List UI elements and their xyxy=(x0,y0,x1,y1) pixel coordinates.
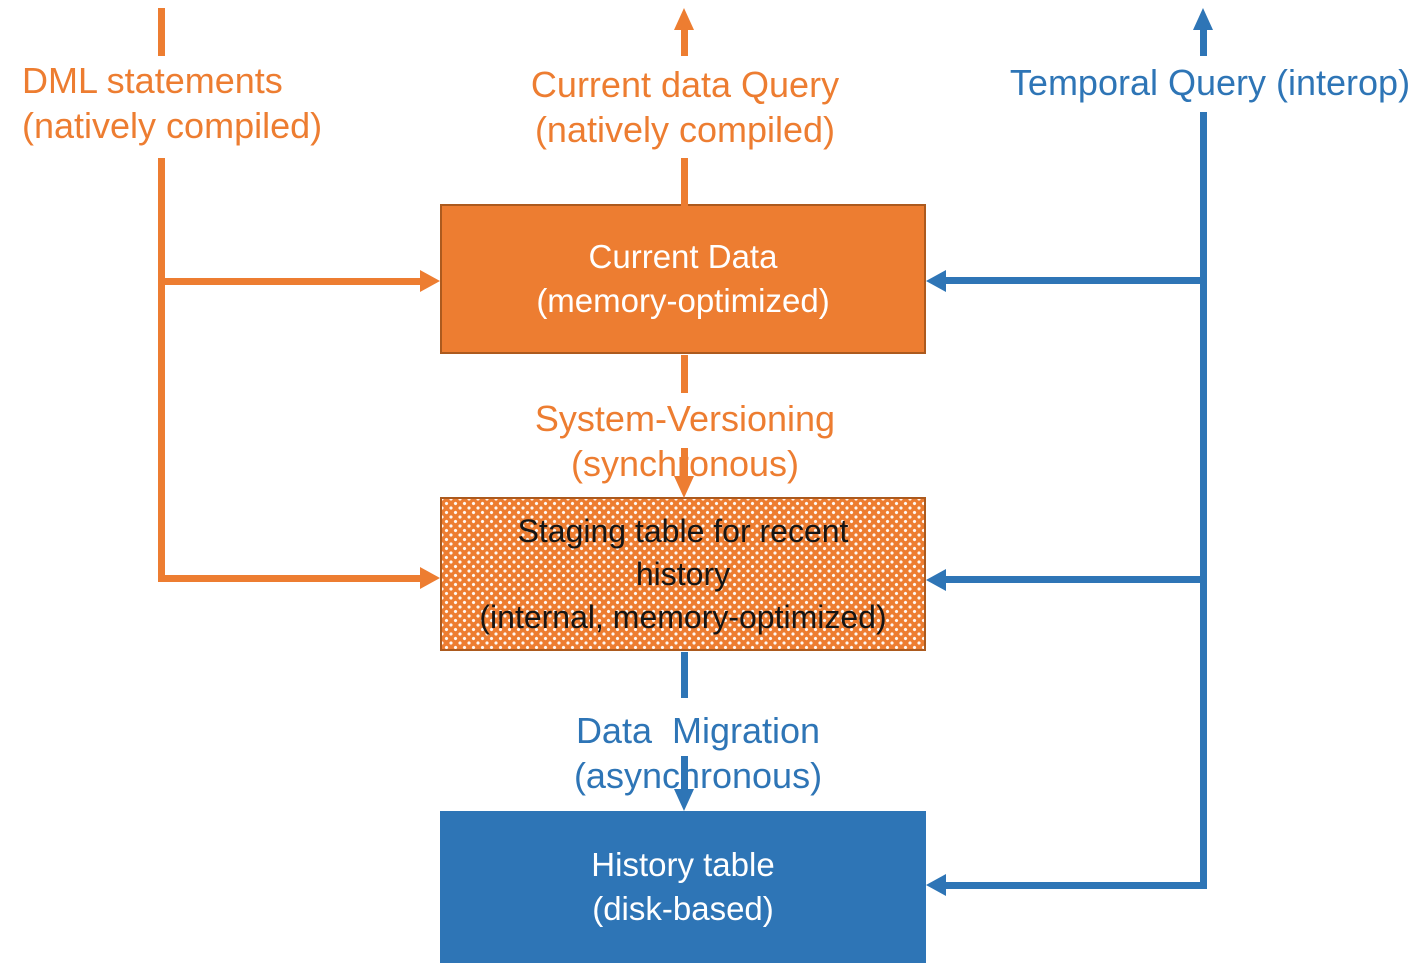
staging-table-box-line3: (internal, memory-optimized) xyxy=(479,598,887,635)
current-data-query-label: Current data Query (natively compiled) xyxy=(485,62,885,152)
arrowhead-into-staging-right-icon xyxy=(926,569,946,591)
staging-to-migration-line xyxy=(681,652,688,698)
arrowhead-into-history-top-icon xyxy=(674,789,694,811)
arrowhead-into-current-data-right-icon xyxy=(926,270,946,292)
arrowhead-into-staging-top-icon xyxy=(674,476,694,498)
temporal-query-label: Temporal Query (interop) xyxy=(1009,62,1411,103)
current-data-box-line2: (memory-optimized) xyxy=(536,282,830,319)
staging-table-box-line1: Staging table for recent xyxy=(517,512,849,549)
arrowhead-temporal-query-up-icon xyxy=(1193,8,1213,30)
dml-statements-label-line2: (natively compiled) xyxy=(22,105,323,146)
history-table-box-line2: (disk-based) xyxy=(592,890,774,927)
dml-branch-to-current-data-line xyxy=(158,278,420,285)
dml-branch-to-staging-line xyxy=(158,575,420,582)
current-data-query-label-line1: Current data Query xyxy=(530,64,840,105)
temporal-query-arrow-shaft xyxy=(1200,30,1207,56)
arrowhead-into-staging-left-icon xyxy=(420,567,440,589)
staging-table-box: Staging table for recent history (intern… xyxy=(440,497,926,651)
current-data-to-versioning-line xyxy=(681,355,688,393)
dml-statements-label: DML statements (natively compiled) xyxy=(22,58,322,148)
current-data-query-label-line2: (natively compiled) xyxy=(534,109,836,150)
staging-table-box-line2: history xyxy=(635,555,731,592)
arrowhead-into-current-data-left-icon xyxy=(420,270,440,292)
arrowhead-into-history-right-icon xyxy=(926,874,946,896)
history-table-box-line1: History table xyxy=(591,846,775,883)
current-query-to-box-line xyxy=(681,158,688,206)
temporal-branch-to-staging-line xyxy=(946,576,1207,583)
dml-line-top-stub xyxy=(158,8,165,56)
system-versioning-arrow-shaft xyxy=(681,448,688,478)
arrowhead-current-query-up-icon xyxy=(674,8,694,30)
data-migration-arrow-shaft xyxy=(681,756,688,789)
current-data-box: Current Data (memory-optimized) xyxy=(440,204,926,354)
current-query-arrow-shaft xyxy=(681,30,688,56)
dml-line-vertical xyxy=(158,158,165,582)
history-table-box: History table (disk-based) xyxy=(440,811,926,963)
dml-statements-label-line1: DML statements xyxy=(22,60,283,101)
data-migration-label: Data Migration (asynchronous) xyxy=(573,710,831,796)
temporal-query-vertical-line xyxy=(1200,112,1207,889)
temporal-branch-to-current-data-line xyxy=(946,277,1207,284)
temporal-branch-to-history-line xyxy=(946,882,1207,889)
current-data-box-line1: Current Data xyxy=(588,238,778,275)
